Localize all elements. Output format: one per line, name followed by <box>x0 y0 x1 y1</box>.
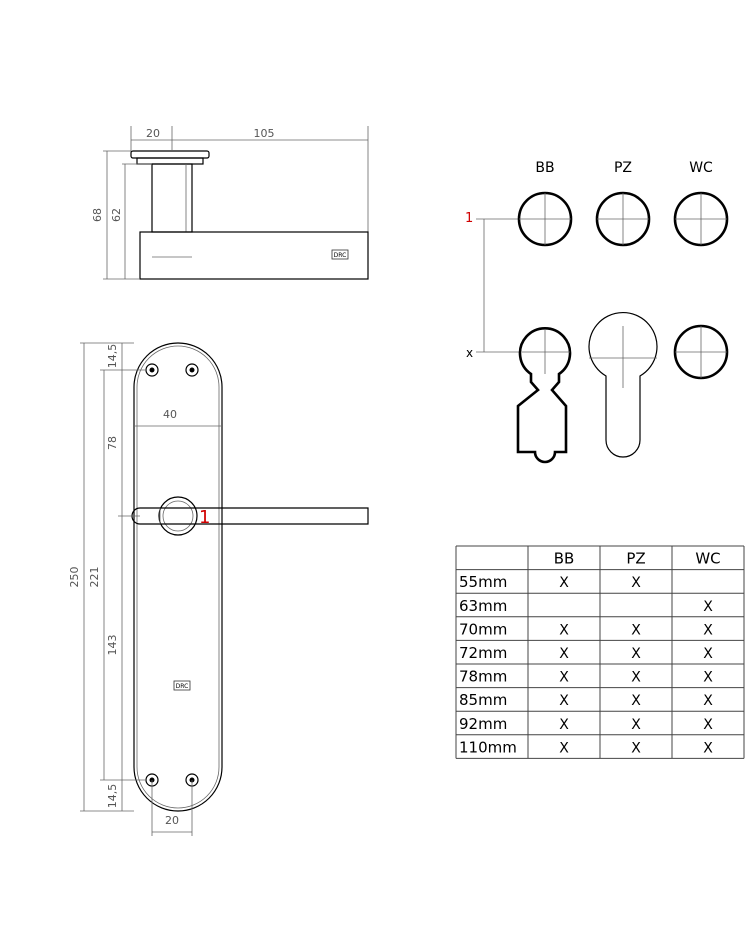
table-cell-mark: X <box>631 575 641 591</box>
table-header-wc: WC <box>695 550 720 568</box>
table-cell-mark: X <box>703 693 713 709</box>
table-cell-mark: X <box>559 670 569 686</box>
table-row-label: 92mm <box>459 715 507 733</box>
brand-logo-plate: DRC <box>173 680 191 691</box>
rose-pz <box>595 191 651 247</box>
table-row-label: 72mm <box>459 644 507 662</box>
svg-text:DRC: DRC <box>334 252 347 259</box>
dim-height-total: 68 <box>91 208 104 222</box>
table-cell-mark: X <box>703 646 713 662</box>
keyhole-types: BB PZ WC 1 x <box>465 160 729 464</box>
table-row-label: 63mm <box>459 597 507 615</box>
type-label-bb: BB <box>535 160 554 176</box>
marker-x: x <box>466 346 473 360</box>
table-cell-mark: X <box>703 599 713 615</box>
table-row-label: 55mm <box>459 573 507 591</box>
dim-lever-length: 105 <box>254 127 275 140</box>
dim-to-handle: 78 <box>106 436 119 450</box>
table-cell-mark: X <box>559 717 569 733</box>
marker-1-top: 1 <box>465 211 473 226</box>
table-cell-mark: X <box>631 740 641 756</box>
table-cell-mark: X <box>559 693 569 709</box>
table-cell-mark: X <box>559 575 569 591</box>
dim-top-edge: 14,5 <box>106 344 119 369</box>
table-cell-mark: X <box>703 740 713 756</box>
table-cell-mark: X <box>703 670 713 686</box>
svg-text:DRC: DRC <box>176 683 189 690</box>
table-cell-mark: X <box>631 670 641 686</box>
table-cell-mark: X <box>631 622 641 638</box>
dim-plate-width: 40 <box>163 408 177 421</box>
table-cell-mark: X <box>631 646 641 662</box>
table-cell-mark: X <box>631 693 641 709</box>
table-row-label: 85mm <box>459 691 507 709</box>
dim-hole-spacing: 221 <box>88 567 101 588</box>
dim-bottom-edge: 14,5 <box>106 784 119 809</box>
type-label-pz: PZ <box>614 160 632 176</box>
table-header-bb: BB <box>554 550 575 568</box>
dim-length: 250 <box>68 567 81 588</box>
rose-wc <box>673 191 729 247</box>
table-header-pz: PZ <box>626 550 645 568</box>
rose-bb <box>517 191 573 247</box>
type-label-wc: WC <box>689 160 713 176</box>
dim-height-lever: 62 <box>110 208 123 222</box>
table-row-label: 70mm <box>459 620 507 638</box>
screw-holes <box>145 363 199 787</box>
marker-1-plate: 1 <box>199 507 210 528</box>
dim-handle-to-lower: 143 <box>106 635 119 656</box>
table-cell-mark: X <box>703 622 713 638</box>
table-cell-mark: X <box>703 717 713 733</box>
keyhole-bb <box>516 327 572 464</box>
handle-top-view: 20 105 DRC 68 62 <box>91 126 369 280</box>
table-row-label: 110mm <box>459 738 517 756</box>
table-cell-mark: X <box>559 740 569 756</box>
dim-bottom-width: 20 <box>165 814 179 827</box>
table-cell-mark: X <box>559 646 569 662</box>
keyhole-pz <box>588 312 658 458</box>
brand-logo-top: DRC <box>331 249 349 260</box>
dim-base-width: 20 <box>146 127 160 140</box>
table-cell-mark: X <box>631 717 641 733</box>
keyhole-wc <box>673 324 729 380</box>
plate-front-view: DRC 40 20 250 221 14,5 78 143 14,5 1 <box>68 342 369 836</box>
table-cell-mark: X <box>559 622 569 638</box>
table-row-label: 78mm <box>459 668 507 686</box>
